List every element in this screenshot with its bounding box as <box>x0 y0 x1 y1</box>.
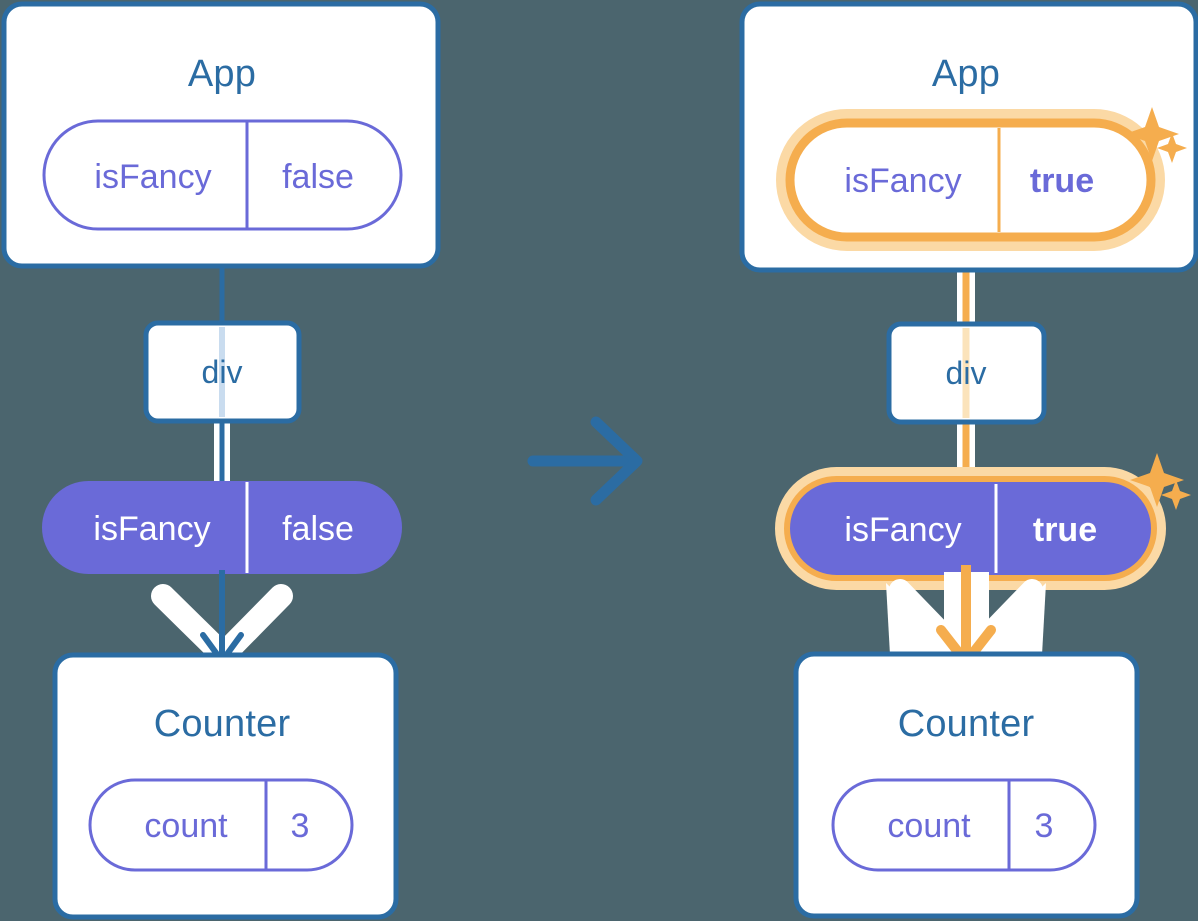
counter-state-pill-right <box>831 778 1097 872</box>
sparkle-icon-app-right <box>1125 107 1187 163</box>
sparkle-icon-prop-right <box>1130 453 1191 510</box>
counter-state-pill-left <box>88 778 354 872</box>
app-state-pill-ring-right <box>785 118 1156 242</box>
arrow-right-icon <box>527 416 643 506</box>
app-state-pill-left <box>42 119 403 231</box>
flow-arrow-left <box>200 570 244 664</box>
prop-pill-right <box>791 483 1150 574</box>
prop-pill-left <box>42 481 402 574</box>
app-state-pill-glow-right <box>776 109 1165 251</box>
